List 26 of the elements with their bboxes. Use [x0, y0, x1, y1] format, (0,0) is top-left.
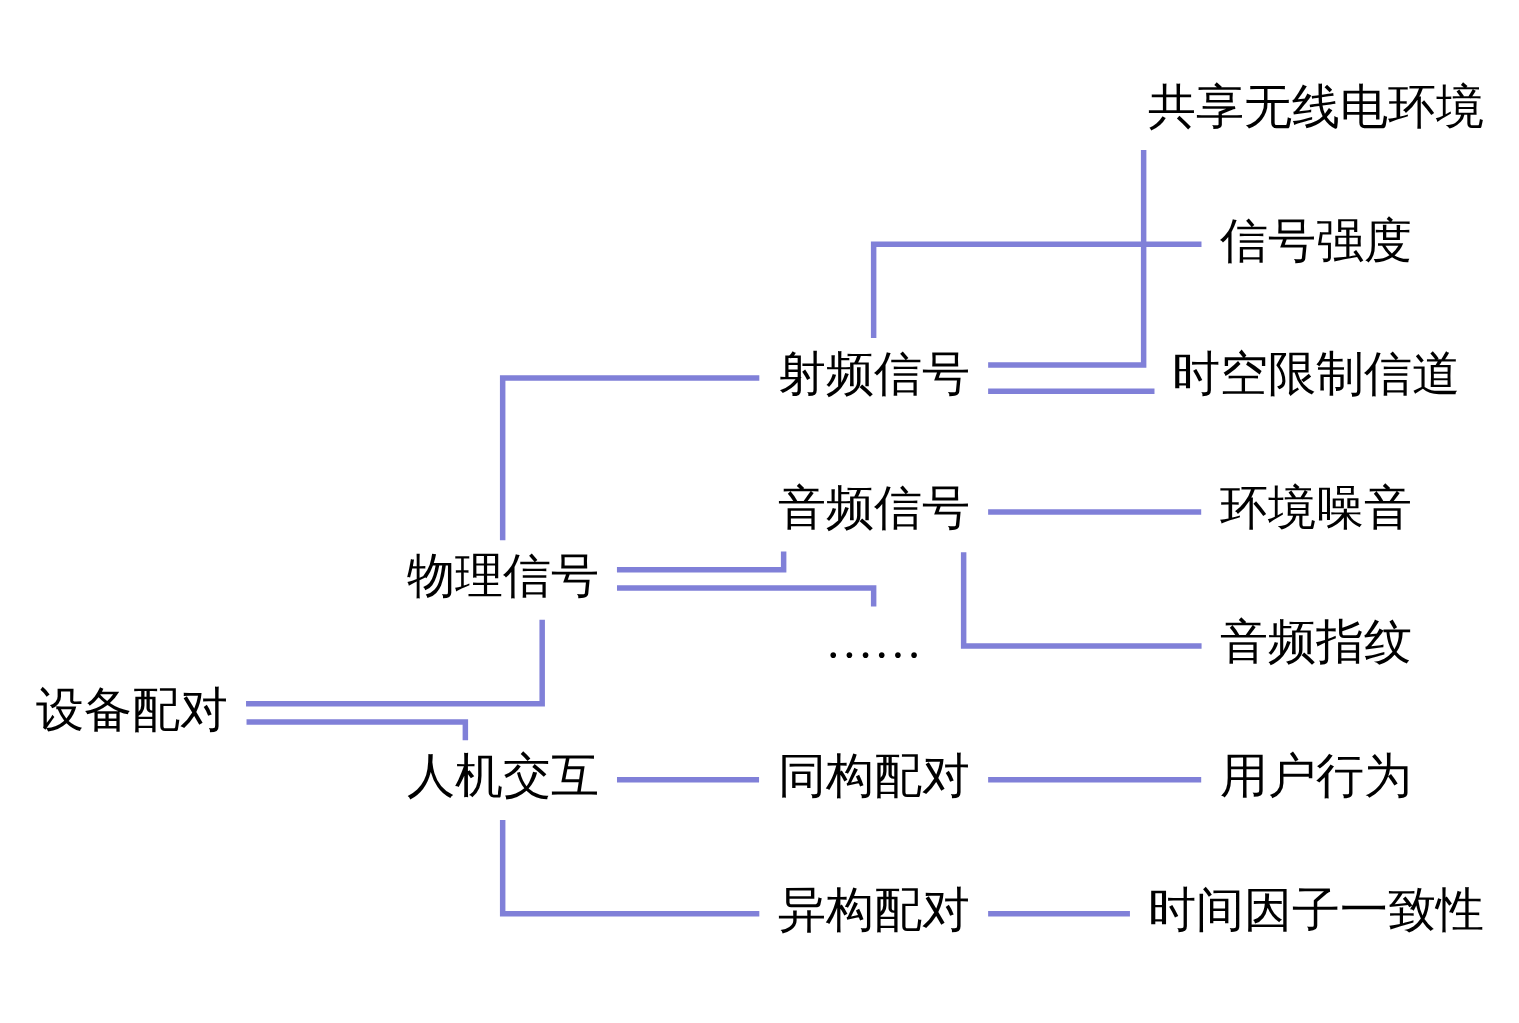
node-text: 音频信号	[777, 480, 970, 534]
node-text: 物理信号	[406, 548, 599, 602]
connector	[499, 819, 760, 916]
node-text: 音频指纹	[1219, 612, 1412, 669]
node-text: ……	[825, 614, 922, 668]
connector	[870, 240, 1202, 338]
node-text: 同构配对	[777, 748, 970, 802]
connector	[988, 776, 1202, 783]
node-text: 射频信号	[777, 346, 970, 400]
connector	[988, 508, 1202, 515]
node-text: 人机交互	[406, 748, 599, 802]
node-text: 设备配对	[35, 682, 228, 736]
node-text: 环境噪音	[1219, 480, 1412, 534]
connector	[960, 551, 1202, 649]
connector	[988, 388, 1155, 394]
connector	[988, 910, 1130, 916]
connector	[617, 776, 760, 783]
connector	[988, 149, 1147, 368]
node-text: 共享无线电环境	[1147, 79, 1484, 133]
node-text: 异构配对	[777, 882, 970, 936]
node-text: 时空限制信道	[1171, 344, 1460, 401]
node-text: 信号强度	[1219, 210, 1412, 267]
connector	[499, 374, 760, 540]
node-text: 用户行为	[1219, 748, 1412, 802]
node-text: 时间因子一致性	[1147, 882, 1484, 936]
connector	[246, 619, 545, 706]
